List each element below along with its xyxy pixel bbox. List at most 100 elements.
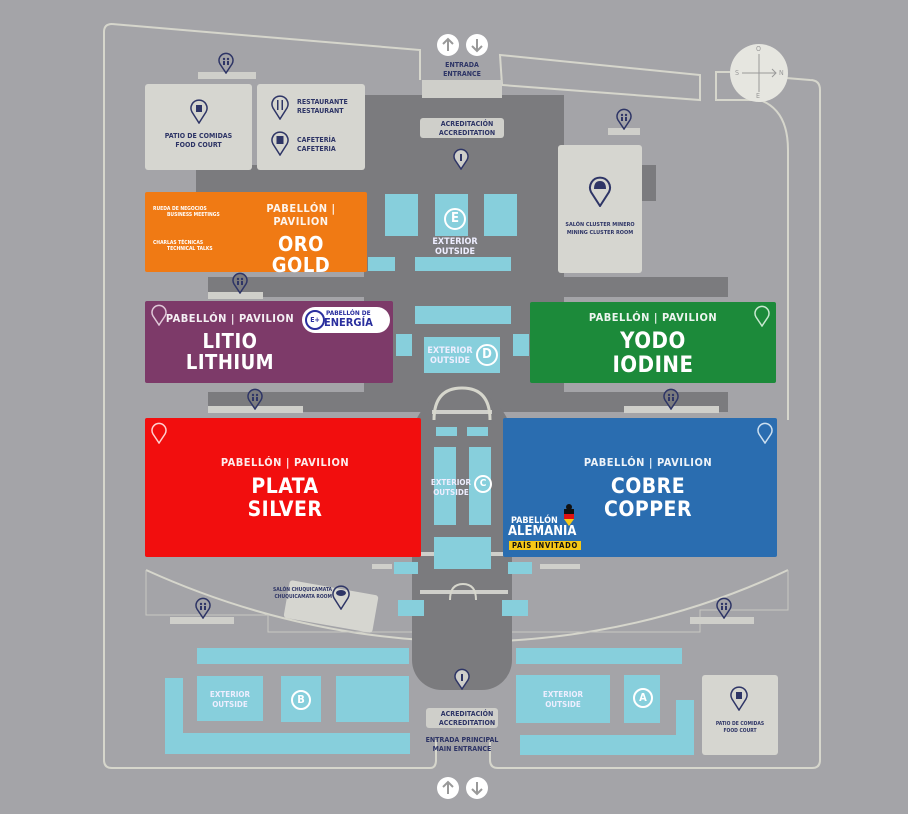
feature-label-en: TECHNICAL TALKS bbox=[167, 246, 213, 252]
exterior-block bbox=[434, 537, 491, 569]
entrance-north-walkway bbox=[422, 80, 502, 98]
zone-label-es: EXTERIOR bbox=[427, 346, 473, 356]
zone-label-es: EXTERIOR bbox=[209, 690, 251, 699]
restroom-icon bbox=[716, 597, 732, 619]
chuquicamata-label: SALÓN CHUQUICAMATA CHUQUICAMATA ROOM bbox=[252, 587, 332, 601]
restroom-icon bbox=[218, 52, 234, 74]
exterior-block bbox=[197, 676, 263, 721]
compass-east: E bbox=[756, 92, 760, 100]
pavilion-name-es: PLATA bbox=[251, 474, 319, 498]
zone-c-label: EXTERIOR OUTSIDE bbox=[428, 478, 474, 498]
zone-label-es: EXTERIOR bbox=[430, 478, 472, 487]
exterior-block bbox=[385, 194, 418, 236]
pavilion-header: PABELLÓN | PAVILION bbox=[220, 456, 350, 469]
compass-north: N bbox=[779, 69, 784, 77]
arrow-down-icon[interactable] bbox=[466, 34, 488, 56]
food-court-label-es: PATIO DE COMIDAS bbox=[715, 721, 765, 727]
pavilion-name-en: GOLD bbox=[271, 253, 331, 277]
food-court-label-en: FOOD COURT bbox=[175, 141, 222, 149]
zone-label-en: OUTSIDE bbox=[212, 700, 248, 709]
accreditation-label-en: ACCREDITATION bbox=[438, 719, 496, 727]
restroom-bench bbox=[198, 72, 256, 79]
compass-west: O bbox=[756, 45, 761, 53]
accreditation-label-en: ACCREDITATION bbox=[438, 129, 496, 137]
mining-helmet-icon bbox=[588, 173, 612, 207]
zone-label-en: OUTSIDE bbox=[429, 356, 471, 366]
exterior-block bbox=[368, 257, 395, 271]
zone-e-badge: E bbox=[444, 208, 466, 230]
pavilion-yodo[interactable]: PABELLÓN | PAVILION YODO IODINE bbox=[530, 302, 776, 383]
exterior-block bbox=[516, 675, 610, 723]
pavilion-name-en: COPPER bbox=[603, 497, 693, 521]
pavilion-name-es: ORO bbox=[278, 232, 324, 256]
exterior-block bbox=[508, 562, 532, 574]
room-mining-cluster[interactable]: SALÓN CLUSTER MINERO MINING CLUSTER ROOM bbox=[558, 145, 642, 273]
germany-guest-badge: PABELLÓN ALEMANIA PAÍS INVITADO bbox=[507, 504, 599, 554]
pavilion-name-es: YODO bbox=[620, 329, 686, 354]
exterior-block bbox=[165, 733, 410, 754]
restroom-bench bbox=[608, 128, 640, 135]
pavilion-header: PABELLÓN | PAVILION bbox=[588, 311, 718, 324]
arrow-down-icon[interactable] bbox=[466, 777, 488, 799]
restroom-icon bbox=[754, 305, 770, 327]
exterior-block bbox=[336, 676, 409, 722]
feature-technical-talks: CHARLAS TÉCNICAS TECHNICAL TALKS bbox=[153, 240, 213, 252]
pavilion-name-en: IODINE bbox=[612, 353, 694, 378]
pavilion-litio[interactable]: PABELLÓN | PAVILION LITIO LITHIUM E+ PAB… bbox=[145, 301, 393, 383]
restaurant-label-en: RESTAURANT bbox=[297, 107, 344, 115]
room-restaurant-cafeteria[interactable]: RESTAURANTE RESTAURANT CAFETERÍA CAFETER… bbox=[257, 84, 365, 170]
chuquicamata-label-en: CHUQUICAMATA ROOM bbox=[274, 594, 332, 600]
accreditation-main[interactable]: ACREDITACIÓN ACCREDITATION bbox=[426, 708, 498, 728]
germany-line1: PABELLÓN bbox=[511, 516, 558, 526]
pavilion-header: PABELLÓN | PAVILION bbox=[165, 312, 295, 325]
zone-a-label: EXTERIOR OUTSIDE bbox=[520, 690, 606, 710]
guest-country-tag: PAÍS INVITADO bbox=[509, 541, 582, 550]
room-food-court-top[interactable]: PATIO DE COMIDAS FOOD COURT bbox=[145, 84, 252, 170]
compass-south: S bbox=[735, 69, 739, 77]
arrow-up-icon[interactable] bbox=[437, 777, 459, 799]
exterior-block bbox=[516, 648, 682, 664]
info-icon[interactable] bbox=[454, 668, 470, 690]
arch-walkway bbox=[432, 410, 492, 414]
zone-e-label: EXTERIOR OUTSIDE bbox=[420, 237, 490, 257]
pavilion-cobre[interactable]: PABELLÓN | PAVILION COBRE COPPER PABELLÓ… bbox=[503, 418, 777, 557]
exterior-block bbox=[197, 648, 409, 664]
pavilion-oro[interactable]: RUEDA DE NEGOCIOS BUSINESS MEETINGS CHAR… bbox=[145, 192, 367, 276]
pavilion-name-en: LITHIUM bbox=[185, 350, 275, 374]
pavilion-cobre-title: PABELLÓN | PAVILION COBRE COPPER bbox=[543, 456, 753, 521]
restroom-icon bbox=[151, 304, 167, 326]
info-icon[interactable] bbox=[453, 148, 469, 170]
food-court-label-es: PATIO DE COMIDAS bbox=[164, 132, 233, 140]
pavilion-litio-title: PABELLÓN | PAVILION LITIO LITHIUM bbox=[165, 312, 295, 373]
exterior-block bbox=[502, 600, 528, 616]
zone-d-badge: D bbox=[476, 344, 498, 366]
accreditation-north[interactable]: ACREDITACIÓN ACCREDITATION bbox=[420, 118, 504, 138]
main-entrance-label: ENTRADA PRINCIPAL MAIN ENTRANCE bbox=[412, 736, 512, 754]
pavilion-plata[interactable]: PABELLÓN | PAVILION PLATA SILVER bbox=[145, 418, 421, 557]
accreditation-label-es: ACREDITACIÓN bbox=[440, 710, 494, 718]
mining-cluster-label-en: MINING CLUSTER ROOM bbox=[566, 230, 634, 236]
room-food-court-bottom[interactable]: PATIO DE COMIDAS FOOD COURT bbox=[702, 675, 778, 755]
exterior-block bbox=[513, 334, 529, 356]
pavilion-header: PABELLÓN | PAVILION bbox=[266, 202, 336, 228]
mining-cluster-label-es: SALÓN CLUSTER MINERO bbox=[565, 222, 635, 228]
zone-label-en: OUTSIDE bbox=[545, 700, 581, 709]
main-entrance-label-en: MAIN ENTRANCE bbox=[432, 745, 492, 753]
coffee-cup-icon bbox=[271, 130, 289, 156]
entrance-label-es: ENTRADA bbox=[445, 61, 479, 69]
restroom-bench bbox=[690, 617, 754, 624]
food-court-label-en: FOOD COURT bbox=[723, 728, 757, 734]
arrow-up-icon[interactable] bbox=[437, 34, 459, 56]
energy-badge-line1: PABELLÓN DE bbox=[326, 309, 371, 317]
compass: O S N E bbox=[730, 44, 788, 102]
zone-c-badge: C bbox=[474, 475, 492, 493]
entrance-north-label: ENTRADA ENTRANCE bbox=[420, 61, 504, 79]
feature-label-es: CHARLAS TÉCNICAS bbox=[153, 240, 204, 246]
zone-d-label: EXTERIOR OUTSIDE bbox=[424, 346, 476, 366]
restroom-icon bbox=[663, 388, 679, 410]
restroom-icon bbox=[151, 422, 167, 444]
zone-label-en: OUTSIDE bbox=[433, 488, 469, 497]
entrance-label-en: ENTRANCE bbox=[443, 70, 481, 78]
restroom-icon bbox=[232, 272, 248, 294]
arch-north bbox=[432, 386, 492, 421]
